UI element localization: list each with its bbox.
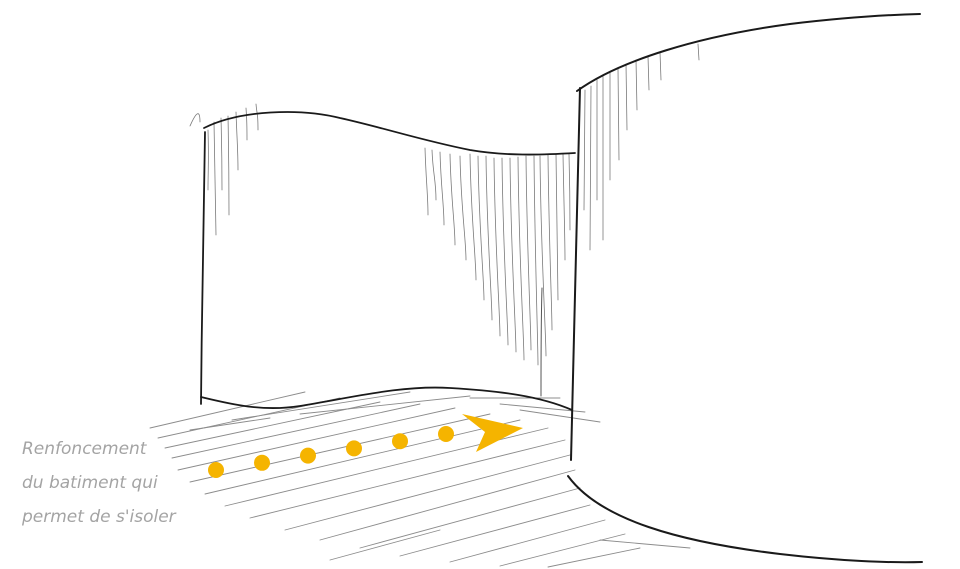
right-building-outline [568, 14, 922, 562]
back-wall-left-edge [201, 132, 205, 404]
ground-hatch-line [360, 488, 580, 548]
ground-hatching [150, 392, 690, 567]
ground-hatch-line [600, 540, 690, 548]
path-dot [254, 455, 270, 471]
right-building-shading-stroke [660, 52, 661, 80]
right-building-base-edge [568, 476, 922, 562]
back-wall-top-edge [204, 112, 575, 155]
ground-hatch-line [500, 534, 625, 566]
recess-caption: Renfoncement du batiment qui permet de s… [22, 432, 176, 534]
right-building-shading-stroke [636, 60, 637, 110]
right-building-front-edge [571, 88, 580, 460]
wall-shading-stroke [478, 156, 484, 300]
ground-hatch-line [285, 455, 570, 530]
wall-shading-stroke [502, 158, 508, 345]
path-dot [392, 433, 408, 449]
wall-shading-stroke [256, 104, 258, 130]
back-wall-shading [190, 104, 570, 365]
path-dot [300, 448, 316, 464]
ground-hatch-line [330, 530, 440, 560]
path-dot [346, 440, 362, 456]
right-building-shading-stroke [590, 86, 591, 250]
path-dot [438, 426, 454, 442]
ground-hatch-line [205, 420, 520, 494]
ground-hatch-line [320, 470, 575, 540]
wall-shading-stroke [518, 157, 524, 360]
right-building-roof-edge [577, 14, 920, 91]
wall-shading-stroke [425, 148, 428, 215]
caption-line-2: du batiment qui [22, 466, 176, 500]
right-building-shading [584, 44, 699, 250]
wall-shading-stroke [534, 156, 538, 365]
wall-shading-stroke [236, 112, 238, 170]
wall-shading-stroke [486, 156, 492, 320]
wall-shading-stroke [556, 154, 558, 300]
wall-shading-stroke [569, 154, 570, 230]
ground-hatch-line [450, 520, 605, 562]
path-dot [208, 462, 224, 478]
right-building-shading-stroke [648, 56, 649, 90]
caption-line-3: permet de s'isoler [22, 500, 176, 534]
wall-shading-stroke [246, 108, 247, 140]
wall-shading-stroke [440, 152, 444, 225]
wall-shading-stroke [228, 116, 229, 215]
right-building-shading-stroke [584, 90, 585, 210]
ground-hatch-line [250, 440, 565, 518]
right-building-shading-stroke [618, 68, 619, 160]
back-wall-corner [541, 288, 542, 396]
ground-hatch-line [232, 392, 410, 420]
wall-shading-stroke [460, 156, 466, 260]
back-wall-bottom-edge [201, 388, 572, 410]
wall-shading-stroke [494, 158, 500, 336]
wall-shading-stroke [214, 122, 216, 235]
wall-shading-stroke [432, 150, 436, 200]
right-building-shading-stroke [626, 64, 627, 130]
wall-shading-stroke [510, 158, 516, 352]
wall-shading-stroke [221, 118, 222, 190]
path-dots [208, 426, 454, 478]
wall-shading-stroke [190, 114, 200, 126]
wall-shading-stroke [526, 156, 531, 350]
ground-hatch-line [172, 404, 420, 458]
wall-shading-stroke [470, 154, 476, 280]
ground-hatch-line [190, 414, 490, 482]
wall-shading-stroke [548, 155, 552, 330]
wall-shading-stroke [563, 154, 565, 260]
ground-hatch-line [520, 410, 600, 422]
caption-line-1: Renfoncement [22, 432, 176, 466]
right-building-shading-stroke [698, 44, 699, 60]
back-wall-outline [201, 112, 575, 410]
ground-hatch-line [548, 548, 640, 567]
wall-shading-stroke [450, 154, 455, 245]
ground-hatch-line [400, 505, 590, 556]
